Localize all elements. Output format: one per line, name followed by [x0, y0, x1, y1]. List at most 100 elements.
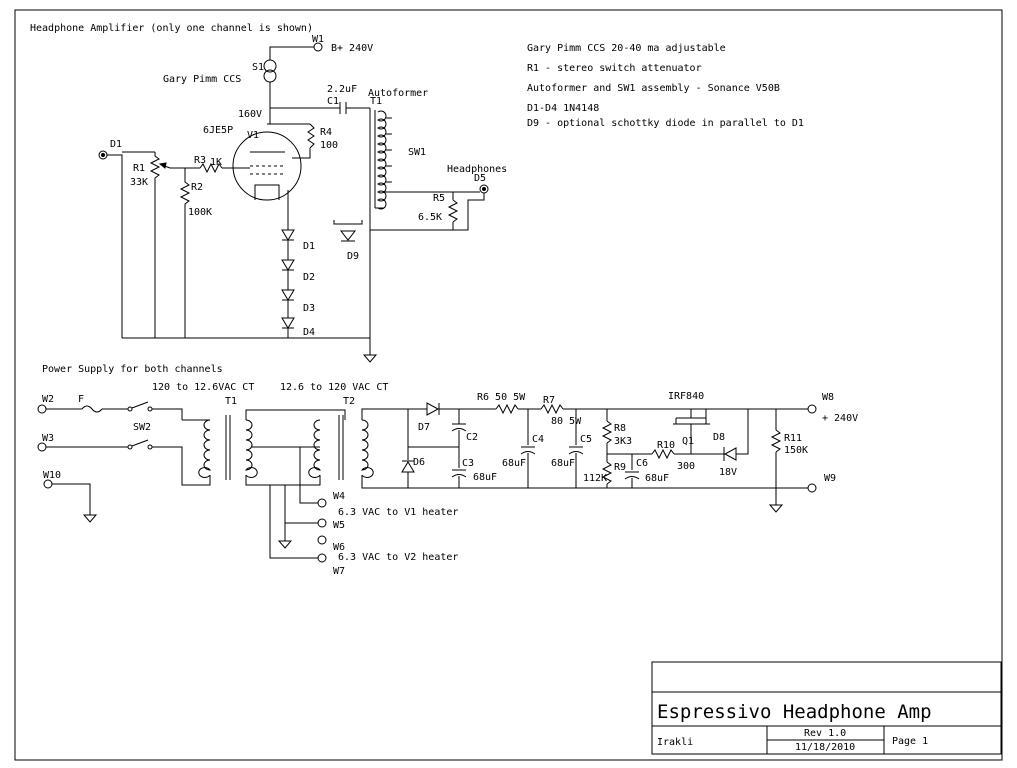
label-t1: T1	[370, 96, 382, 107]
terminal-w10	[43, 479, 53, 489]
label-d7: D7	[418, 422, 430, 433]
resistor-r4	[307, 123, 315, 149]
label-ps-t1: T1	[225, 396, 237, 407]
label-r9: R9	[614, 462, 626, 473]
label-c4: C4	[532, 434, 544, 445]
xf2-primary	[308, 419, 321, 478]
resistor-r3	[199, 162, 223, 174]
amp-section-title: Headphone Amplifier (only one channel is…	[30, 23, 313, 34]
label-w7: W7	[333, 566, 345, 577]
label-w4: W4	[333, 491, 345, 502]
label-fuse: F	[78, 394, 84, 405]
label-r4-val: 100	[320, 140, 338, 151]
label-160v: 160V	[238, 109, 262, 120]
label-c6-val: 68uF	[645, 473, 669, 484]
label-r5-val: 6.5K	[418, 212, 442, 223]
drawing-title: Espressivo Headphone Amp	[657, 701, 932, 723]
terminal-w3	[37, 442, 47, 452]
ground-symbol	[82, 514, 98, 523]
diode-d8	[723, 447, 737, 461]
label-w8-val: + 240V	[822, 413, 858, 424]
autoformer-winding	[377, 110, 387, 210]
label-ps-t2: T2	[343, 396, 355, 407]
resistor-r2	[179, 168, 191, 338]
label-r11: R11	[784, 433, 802, 444]
ccs-s1-symbol	[263, 59, 277, 73]
drawing-rev: Rev 1.0	[804, 728, 846, 739]
resistor-r5	[447, 199, 459, 223]
amplifier-circuit: W1 B+ 240V S1 Gary Pimm CCS 160V 2.2uF C…	[98, 34, 507, 363]
notes-block: Gary Pimm CCS 20-40 ma adjustable R1 - s…	[527, 43, 804, 129]
label-sw1: SW1	[408, 147, 426, 158]
xf2-secondary	[361, 419, 374, 478]
resistor-r8	[601, 420, 613, 444]
label-headphones: Headphones	[447, 164, 507, 175]
label-r4: R4	[320, 127, 332, 138]
title-block: Espressivo Headphone Amp Irakli Rev 1.0 …	[651, 661, 1002, 755]
label-heater1: 6.3 VAC to V1 heater	[338, 507, 458, 518]
label-input-d1: D1	[110, 139, 122, 150]
switch-sw2	[131, 401, 149, 409]
drawing-page: Page 1	[892, 736, 928, 747]
label-r5: R5	[433, 193, 445, 204]
label-d2: D2	[303, 272, 315, 283]
label-d8-val: 18V	[719, 467, 737, 478]
resistor-r9	[601, 461, 613, 485]
label-c3-val: 68uF	[473, 472, 497, 483]
label-s1: S1	[252, 62, 264, 73]
label-w3: W3	[42, 433, 54, 444]
drawing-author: Irakli	[657, 737, 693, 748]
diode-d2	[281, 259, 295, 271]
label-c1: C1	[327, 96, 339, 107]
drawing-date: 11/18/2010	[795, 742, 855, 753]
terminal-w2	[37, 404, 47, 414]
label-r8-val: 3K3	[614, 436, 632, 447]
label-c1-val: 2.2uF	[327, 84, 357, 95]
label-r7: R7	[543, 395, 555, 406]
diode-d4	[281, 317, 295, 329]
label-w10: W10	[43, 470, 61, 481]
ground-symbol	[362, 354, 378, 363]
pot-r1	[149, 152, 161, 338]
label-r10: R10	[657, 440, 675, 451]
tube-v1	[232, 131, 302, 201]
label-r3: R3	[194, 155, 206, 166]
label-r1-val: 33K	[130, 177, 148, 188]
label-r2-val: 100K	[188, 207, 212, 218]
label-r3-val: 1K	[210, 157, 222, 168]
ground-symbol	[277, 540, 293, 549]
label-d8: D8	[713, 432, 725, 443]
label-xf1: 120 to 12.6VAC CT	[152, 382, 254, 393]
label-heater2: 6.3 VAC to V2 heater	[338, 552, 458, 563]
label-r7-val: 80 5W	[551, 416, 582, 427]
label-c6: C6	[636, 458, 648, 469]
ground-symbol	[768, 504, 784, 513]
label-xf2: 12.6 to 120 VAC CT	[280, 382, 388, 393]
label-d5: D5	[474, 173, 486, 184]
label-d9: D9	[347, 251, 359, 262]
terminal-w5	[317, 518, 327, 528]
note-line: D1-D4 1N4148	[527, 103, 599, 114]
ps-section-title: Power Supply for both channels	[42, 364, 223, 375]
label-c5-val: 68uF	[551, 458, 575, 469]
label-w1: W1	[312, 34, 324, 45]
label-ccs: Gary Pimm CCS	[163, 74, 241, 85]
resistor-r7	[540, 403, 564, 415]
note-line: Gary Pimm CCS 20-40 ma adjustable	[527, 43, 726, 54]
note-line: R1 - stereo switch attenuator	[527, 63, 702, 74]
label-r6: R6 50 5W	[477, 392, 526, 403]
diode-d3	[281, 289, 295, 301]
wire	[269, 46, 314, 60]
label-r11-val: 150K	[784, 445, 808, 456]
resistor-r11	[770, 429, 782, 453]
label-d4: D4	[303, 327, 315, 338]
terminal-w6	[317, 535, 327, 545]
sheet-border	[14, 9, 1003, 761]
label-r9-val: 112K	[583, 473, 607, 484]
label-r2: R2	[191, 182, 203, 193]
terminal-w4	[317, 498, 327, 508]
terminal-w7	[317, 553, 327, 563]
label-c2: C2	[466, 432, 478, 443]
fuse-f	[81, 405, 103, 413]
